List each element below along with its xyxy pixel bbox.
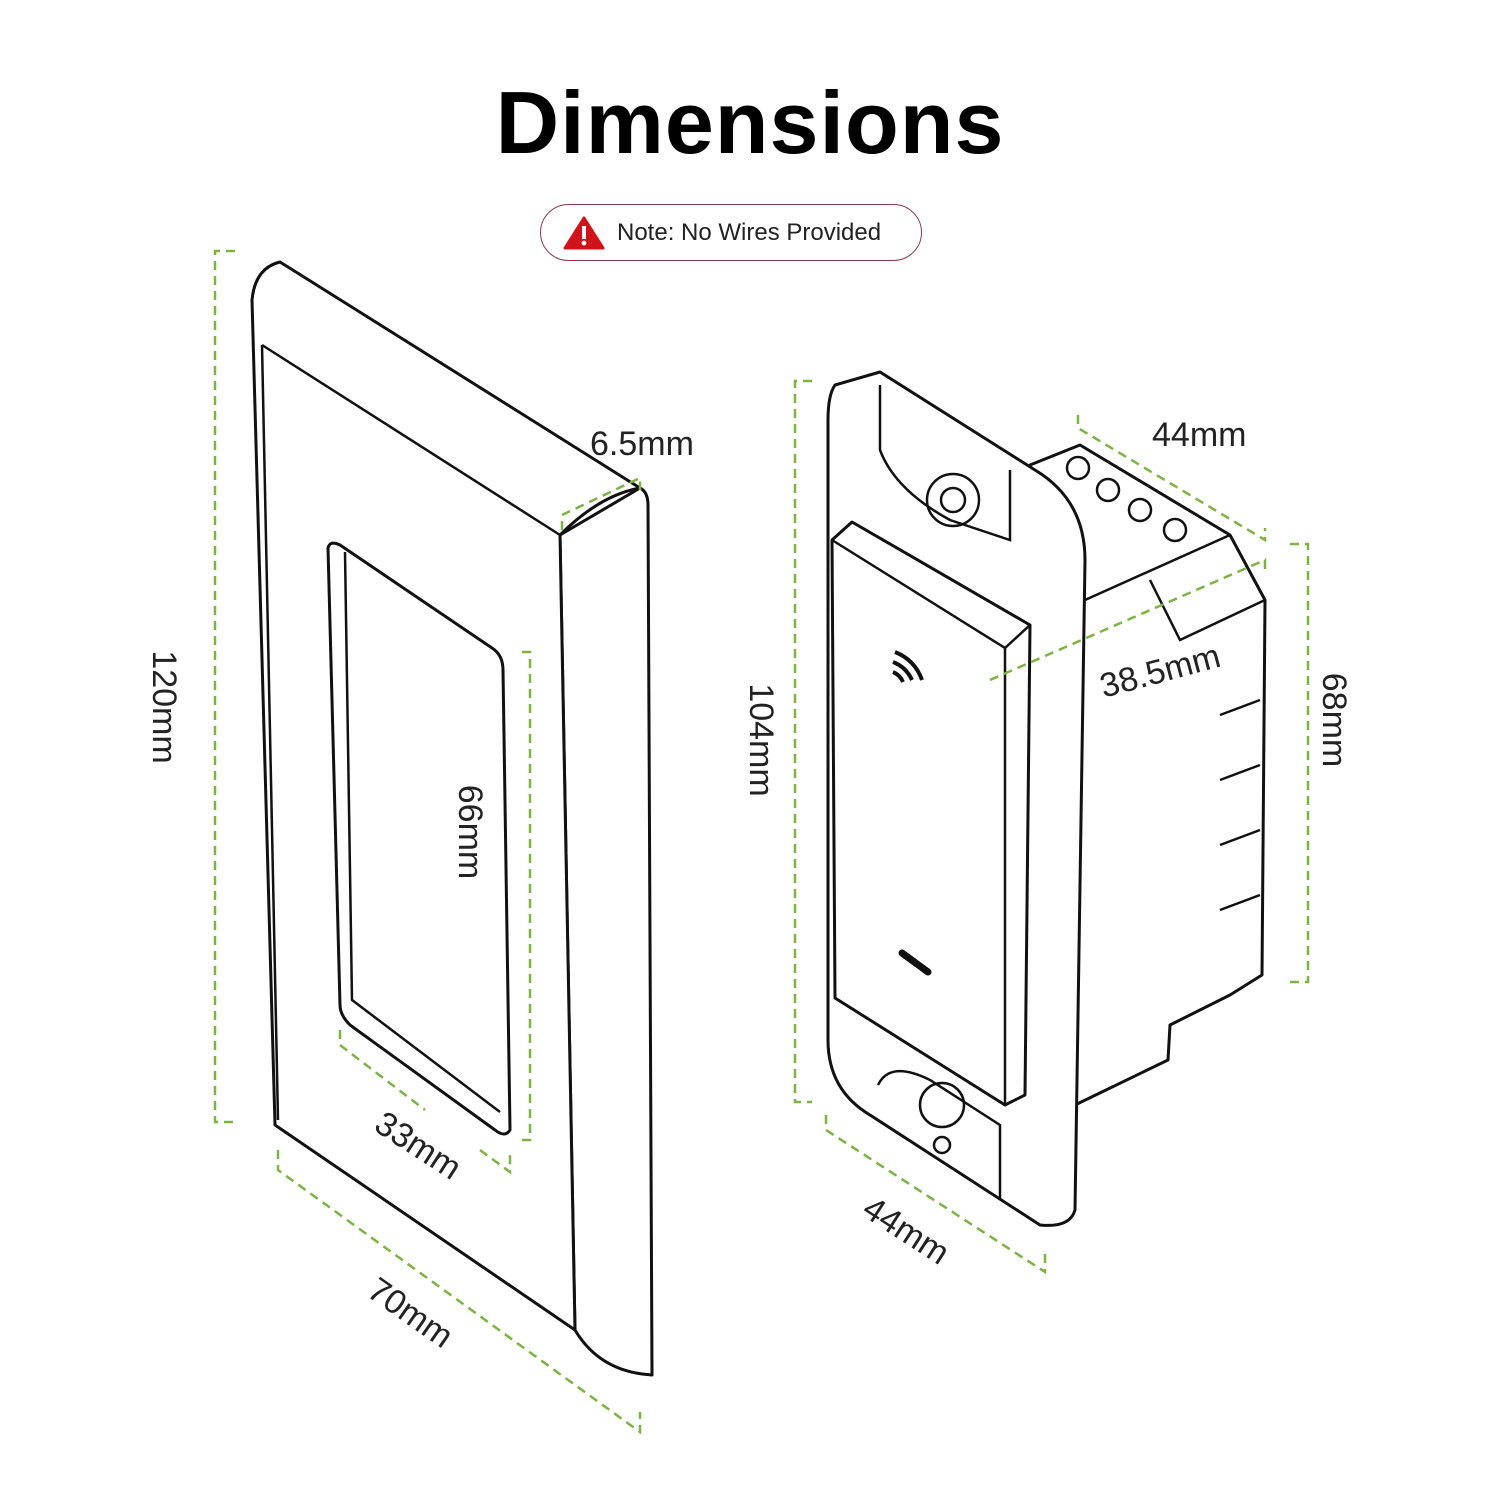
switch-height-label: 104mm (742, 683, 780, 796)
opening-height-label: 66mm (451, 785, 489, 879)
switch-drawing (826, 370, 1267, 1227)
dimension-lines (213, 249, 1310, 1435)
plate-height-label: 120mm (145, 650, 183, 763)
wall-plate-drawing (250, 260, 654, 1377)
note-badge: Note: No Wires Provided (540, 204, 922, 261)
switch-width-label: 44mm (856, 1189, 956, 1272)
led-indicator-icon (898, 949, 932, 976)
plate-depth-label: 6.5mm (590, 425, 694, 463)
wifi-icon (892, 650, 924, 683)
plate-width-label: 70mm (361, 1270, 460, 1355)
body-width-label: 44mm (1152, 416, 1246, 454)
page-title: Dimensions (495, 73, 1005, 172)
note-text: Note: No Wires Provided (617, 218, 882, 246)
body-height-label: 68mm (1315, 673, 1353, 767)
warning-triangle-icon (563, 216, 605, 249)
